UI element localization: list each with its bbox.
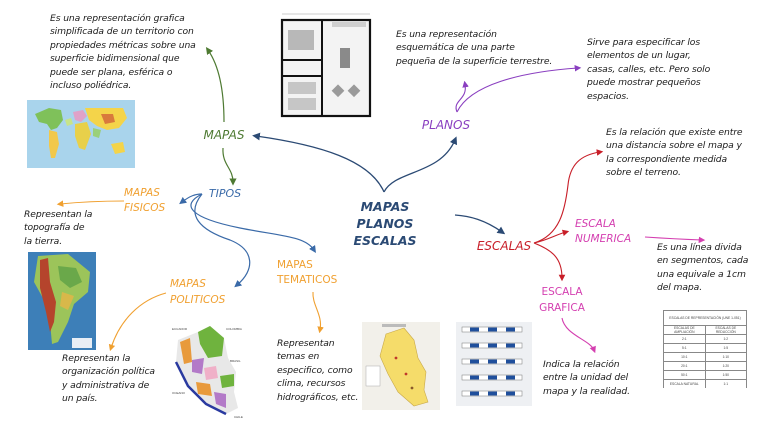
arrow-tipos-to-fisicos xyxy=(179,193,203,205)
arrow-escalas-to-definition xyxy=(533,149,604,244)
scale-bar-segment xyxy=(470,343,479,348)
arrow-planos-to-usage xyxy=(456,64,582,113)
peru-map-label-colombia: COLOMBIA xyxy=(226,327,242,331)
scale-bar-segment xyxy=(470,327,479,332)
scale-bars-icon xyxy=(461,326,523,397)
south-america-map-icon xyxy=(34,254,92,348)
node-escala-grafica[interactable]: ESCALA GRAFICA xyxy=(539,286,585,314)
arrow-numerica-to-description xyxy=(644,236,706,244)
peru-thematic-map-image xyxy=(362,322,440,410)
node-mapas-tematicos[interactable]: MAPAS TEMATICOS xyxy=(277,259,338,286)
arrow-central-to-planos xyxy=(383,136,458,193)
scale-bar-segment xyxy=(470,391,479,396)
scale-table-header-ampliacion: ESCALAS DE AMPLIACIÓN xyxy=(663,325,706,335)
scale-bar-segment xyxy=(470,359,479,364)
node-mapas-politicos[interactable]: MAPAS POLITICOS xyxy=(170,278,226,306)
mapas-definition: Es una representación grafica simplifica… xyxy=(50,13,196,92)
arrow-tipos-to-tematicos xyxy=(190,193,316,254)
mapas-fisicos-description: Representan la topografía de la tierra. xyxy=(24,209,93,247)
scale-bar-segment xyxy=(488,391,497,396)
mapas-tematicos-description: Representan temas en especifico, como cl… xyxy=(277,338,359,403)
arrow-tematicos-to-description xyxy=(312,291,324,334)
peru-map-label-brasil: BRASIL xyxy=(230,359,241,363)
arrow-tipos-to-politicos xyxy=(194,193,251,288)
node-planos[interactable]: PLANOS xyxy=(421,118,471,132)
escala-grafica-description: Indica la relación entre la unidad del m… xyxy=(543,359,630,397)
scale-table: ESCALAS DE REPRESENTACIÓN (UNE 1-051) ES… xyxy=(663,310,747,388)
planos-usage: Sirve para especificar los elementos de … xyxy=(587,37,711,102)
planos-definition: Es una representación esquemática de una… xyxy=(396,29,553,67)
arrow-mapas-to-tipos xyxy=(222,147,237,186)
node-escala-numerica[interactable]: ESCALA NUMERICA xyxy=(575,218,632,245)
peru-thematic-map-icon xyxy=(365,324,429,407)
peru-map-label-chile: CHILE xyxy=(234,415,243,419)
escalas-definition: Es la relación que existe entre una dist… xyxy=(606,127,743,179)
scale-bar-segment xyxy=(506,343,515,348)
world-map-icon xyxy=(35,108,127,158)
world-political-map-image xyxy=(27,100,135,168)
arrow-fisicos-to-description xyxy=(56,200,125,207)
floor-plan-icon xyxy=(280,13,372,118)
south-america-physical-map-image xyxy=(28,252,96,350)
central-topic[interactable]: MAPAS PLANOS ESCALAS xyxy=(353,199,417,248)
peru-political-map-image: ECUADOR COLOMBIA BRASIL OCEANO CHILE xyxy=(168,322,250,422)
scale-bar-segment xyxy=(506,359,515,364)
escala-numerica-description: Es una línea divida en segmentos, cada u… xyxy=(657,242,749,294)
scale-bar-segment xyxy=(488,375,497,380)
scale-bar-segment xyxy=(506,375,515,380)
arrow-central-to-mapas xyxy=(252,132,385,193)
graphic-scale-bars-image xyxy=(456,322,532,406)
arrow-central-to-escalas xyxy=(454,214,506,235)
scale-table-header-reduccion: ESCALAS DE REDUCCIÓN xyxy=(704,325,747,335)
arrow-escalas-to-numerica xyxy=(533,229,570,244)
scale-bar-segment xyxy=(488,327,497,332)
scale-bar-segment xyxy=(488,359,497,364)
house-floor-plan-image xyxy=(276,10,376,122)
scale-bar-segment xyxy=(470,375,479,380)
mapas-politicos-description: Representan la organización política y a… xyxy=(62,353,155,405)
scale-table-image: ESCALAS DE REPRESENTACIÓN (UNE 1-051) ES… xyxy=(663,310,747,388)
scale-bar-segment xyxy=(506,391,515,396)
scale-bar-segment xyxy=(488,343,497,348)
arrow-mapas-to-definition xyxy=(205,47,225,123)
node-tipos[interactable]: TIPOS xyxy=(208,187,242,200)
scale-bar-segment xyxy=(506,327,515,332)
node-mapas-fisicos[interactable]: MAPAS FISICOS xyxy=(124,187,166,214)
arrow-grafica-to-description xyxy=(561,317,596,354)
peru-political-map-icon: ECUADOR COLOMBIA BRASIL OCEANO CHILE xyxy=(172,326,243,419)
arrow-planos-to-definition xyxy=(455,80,469,113)
peru-map-label-ecuador: ECUADOR xyxy=(172,327,188,331)
peru-map-label-oceano: OCEANO xyxy=(172,391,186,395)
arrow-politicos-to-description xyxy=(108,292,167,352)
scale-table-title: ESCALAS DE REPRESENTACIÓN (UNE 1-051) xyxy=(663,310,747,326)
node-mapas[interactable]: MAPAS xyxy=(203,128,245,142)
node-escalas[interactable]: ESCALAS xyxy=(476,239,532,253)
arrow-escalas-to-grafica xyxy=(533,242,566,282)
